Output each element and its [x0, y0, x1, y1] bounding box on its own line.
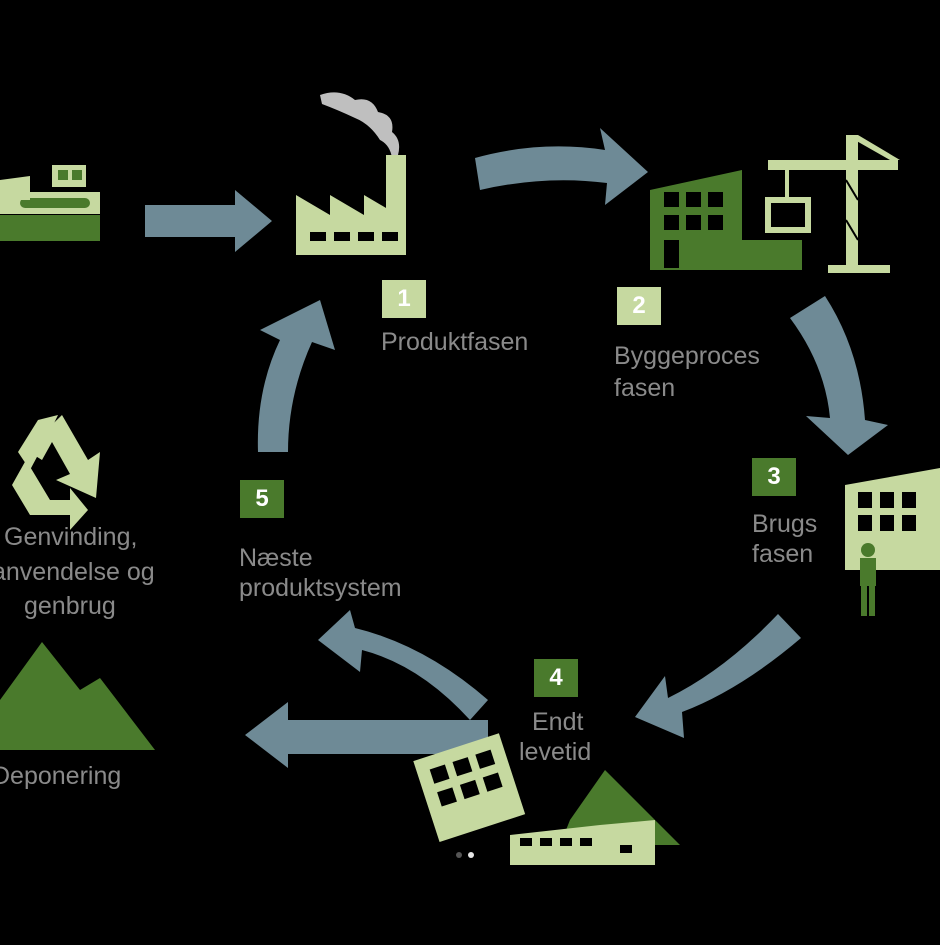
recycling-label-line-2: anvendelse og	[0, 558, 155, 586]
stage-5-label-line-1: Næste	[239, 544, 313, 572]
arrow-endoflife-to-landfill	[245, 702, 488, 768]
pagination-dot-2[interactable]	[468, 852, 474, 858]
stage-1-label: Produktfasen	[381, 328, 529, 356]
bulldozer-icon	[0, 165, 100, 241]
arrow-endoflife-to-nextsystem	[318, 610, 488, 720]
mountain-landfill-icon	[0, 642, 155, 750]
stage-3-badge: 3	[752, 458, 796, 496]
construction-crane-icon	[650, 135, 900, 273]
recycle-icon	[12, 415, 100, 530]
arrow-construction-to-use	[790, 296, 888, 455]
recycling-label-line-1: Genvinding,	[4, 523, 138, 551]
building-with-person-icon	[845, 468, 940, 616]
stage-2-label-line-2: fasen	[614, 374, 676, 402]
arrow-nextsystem-to-product	[257, 300, 335, 452]
pagination-dot-1[interactable]	[456, 852, 462, 858]
stage-5-label-line-2: produktsystem	[239, 574, 402, 602]
stage-4-label-line-2: levetid	[519, 738, 592, 766]
stage-5-badge: 5	[240, 480, 284, 518]
stage-2-badge: 2	[617, 287, 661, 325]
recycling-label-line-3: genbrug	[24, 592, 116, 620]
arrow-use-to-endoflife	[635, 614, 801, 738]
stage-3-label-line-1: Brugs	[752, 510, 818, 538]
stage-4-label-line-1: Endt	[532, 708, 584, 736]
stage-4-badge: 4	[534, 659, 578, 697]
pagination-dots	[456, 852, 474, 858]
arrow-product-to-construction	[475, 128, 648, 205]
stage-1-badge: 1	[382, 280, 426, 318]
arrows	[145, 128, 888, 768]
stage-3-label-line-2: fasen	[752, 540, 814, 568]
arrow-extraction-to-product	[145, 190, 272, 252]
landfill-label: Deponering	[0, 762, 122, 790]
demolition-rubble-icon	[413, 733, 680, 865]
factory-icon	[296, 92, 406, 255]
stage-2-label-line-1: Byggeproces	[614, 342, 760, 370]
